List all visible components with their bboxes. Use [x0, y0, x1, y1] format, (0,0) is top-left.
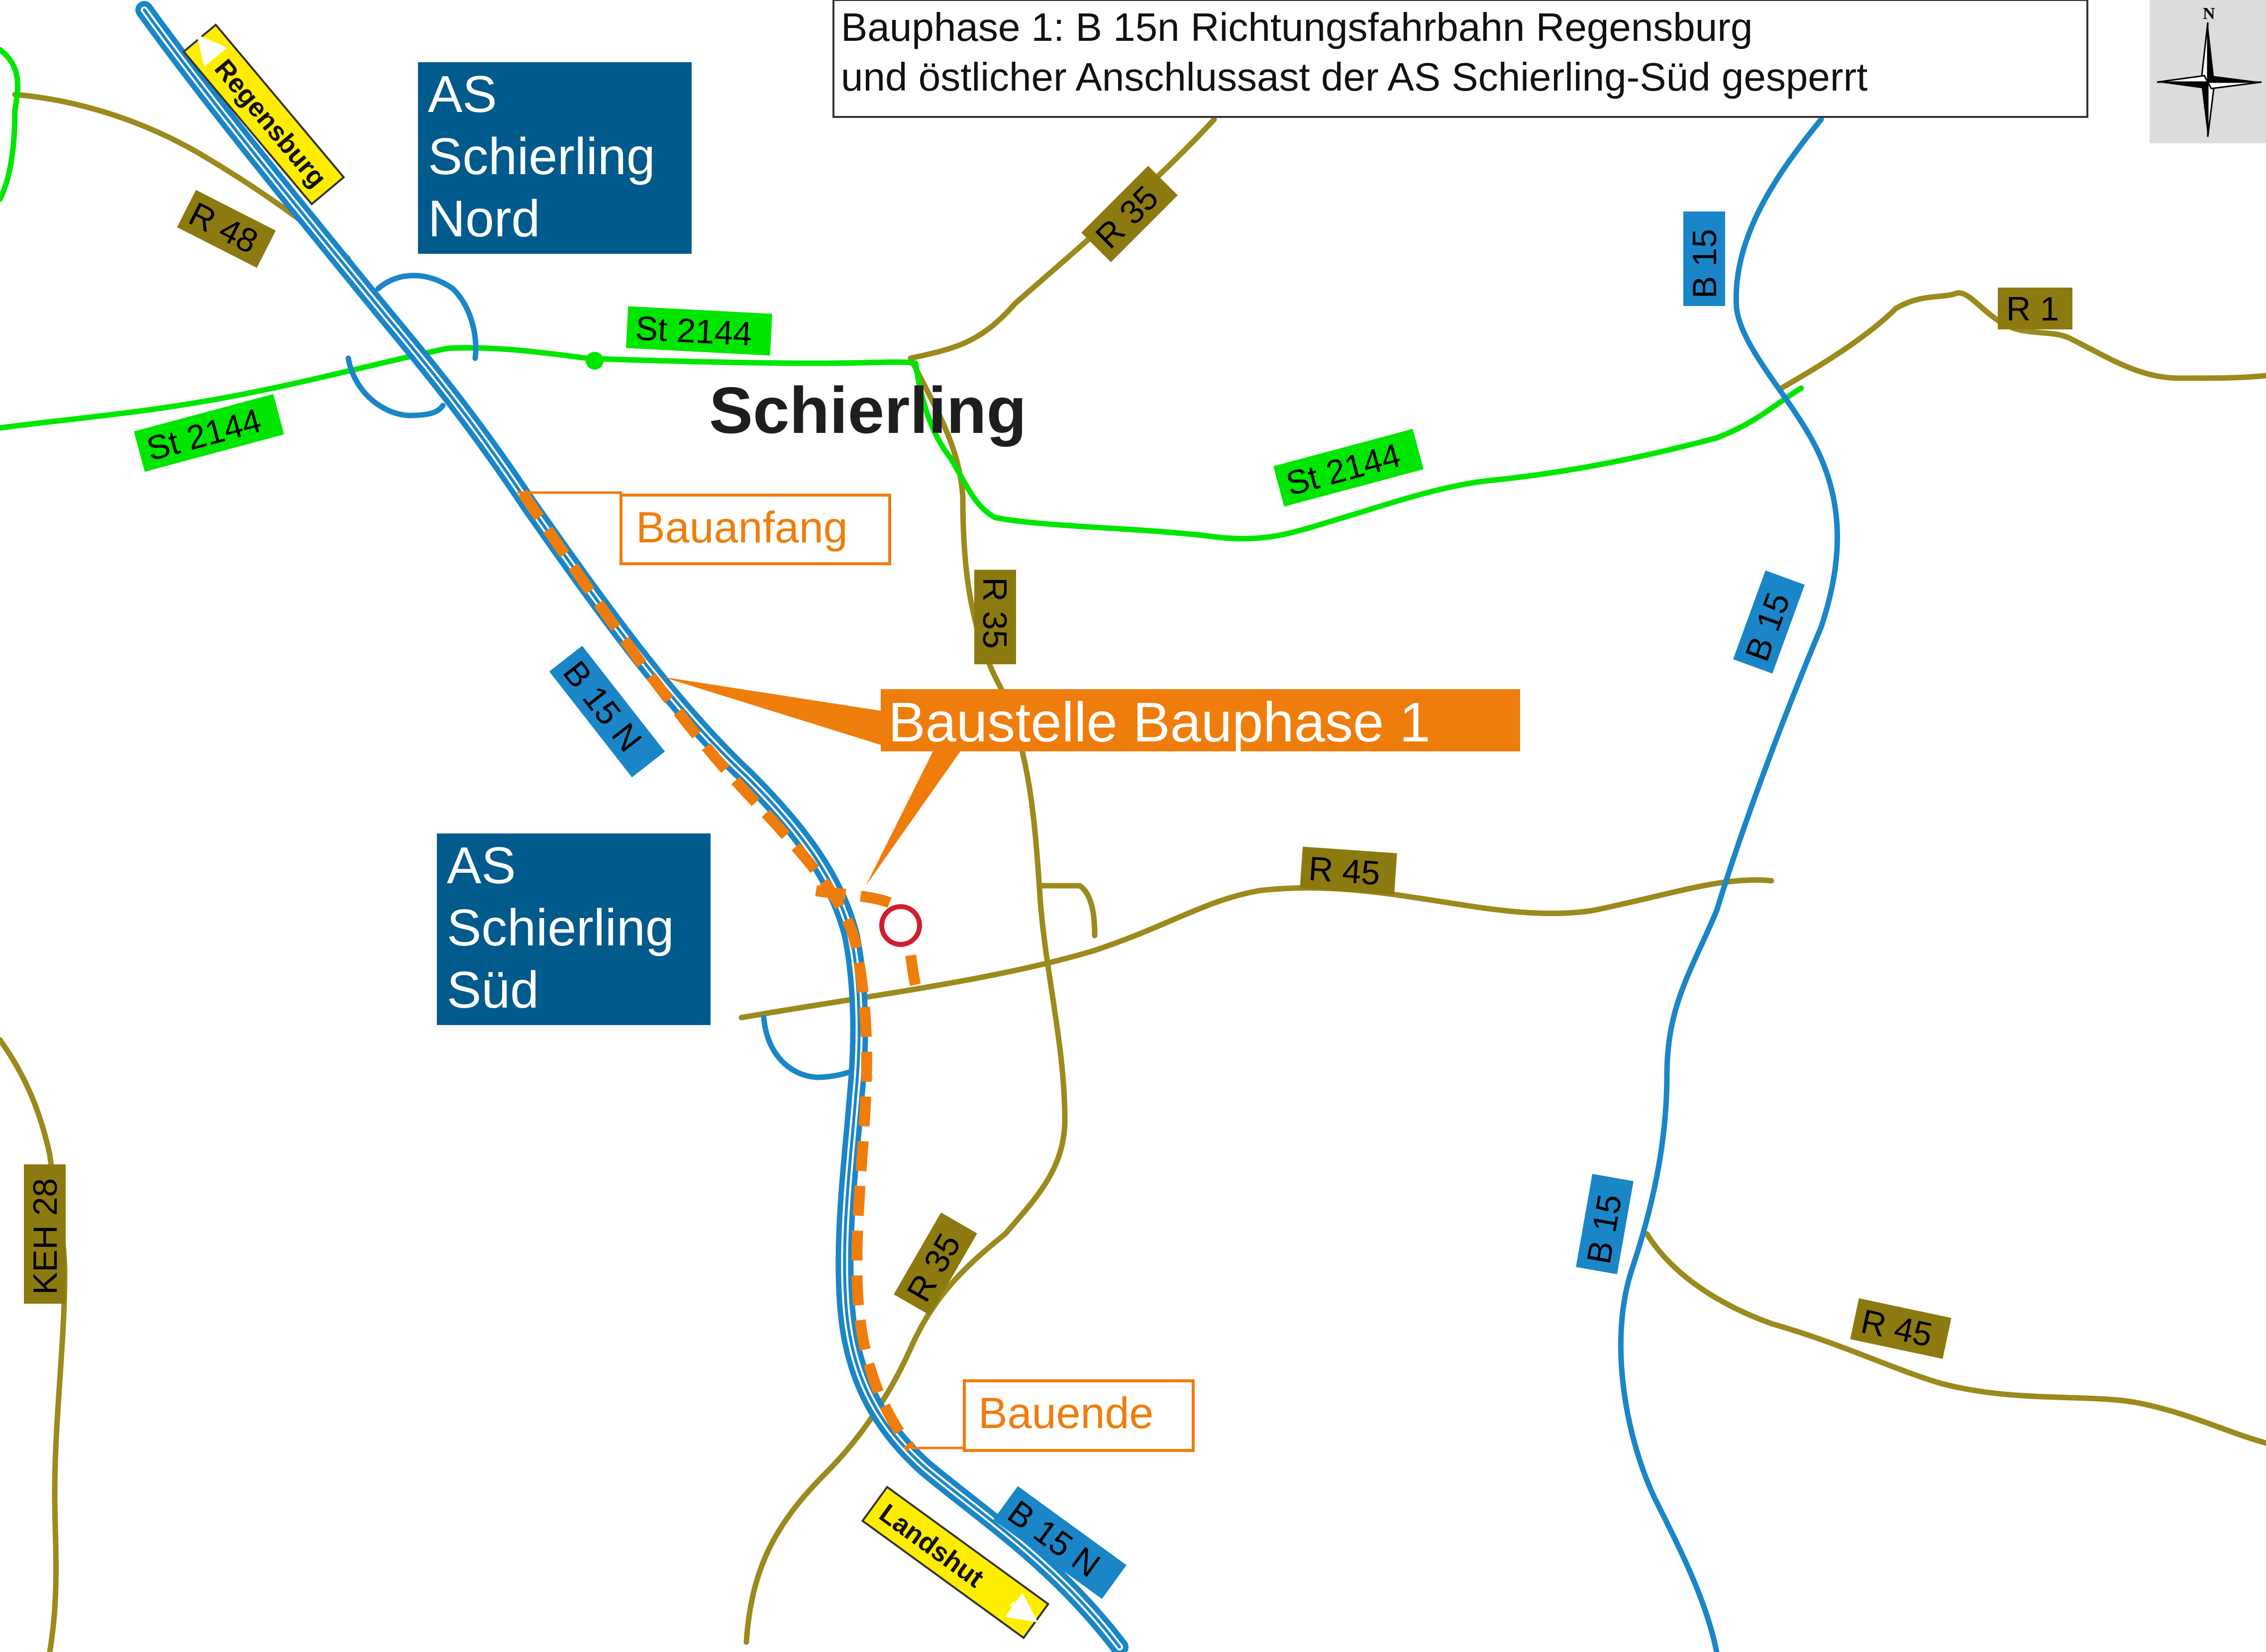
construction-mainline — [517, 489, 915, 1451]
as-nord-ramp-south — [345, 355, 446, 418]
road-b15 — [1618, 116, 1840, 1652]
label-st2144-west: St 2144 — [134, 394, 284, 472]
place-name-schierling: Schierling — [709, 374, 1027, 447]
bauende-label: Bauende — [978, 1388, 1153, 1438]
road-keh28 — [0, 1037, 68, 1652]
compass-rose-icon: N — [2150, 0, 2266, 143]
label-r45-mid-text: R 45 — [1307, 850, 1381, 893]
label-st2144-north-text: St 2144 — [634, 309, 753, 353]
as-nord-ramp-north — [375, 273, 479, 361]
road-r45-junction-spur — [1037, 883, 1098, 938]
label-st2144-east-text: St 2144 — [1282, 436, 1405, 503]
road-st2144-nw — [0, 47, 21, 202]
junction-box-nord: AS Schierling Nord — [418, 62, 692, 254]
title-line-1: Bauphase 1: B 15n Richtungsfahrbahn Rege… — [841, 5, 1752, 49]
baustelle-label: Baustelle Bauphase 1 — [888, 691, 1431, 753]
label-b15-mid: B 15 — [1733, 570, 1805, 674]
as-nord-line3: Nord — [428, 190, 540, 248]
label-r45-mid: R 45 — [1300, 846, 1397, 895]
st2144-node-dot — [586, 352, 604, 370]
as-sued-line3: Süd — [447, 961, 539, 1019]
label-r1: R 1 — [1998, 288, 2072, 329]
label-r1-text: R 1 — [2006, 290, 2059, 328]
junction-box-sued: AS Schierling Süd — [437, 833, 711, 1025]
as-sued-line2: Schierling — [447, 899, 674, 957]
road-r45-east — [1644, 1231, 2266, 1446]
label-keh28: KEH 28 — [24, 1164, 66, 1304]
road-closed-icon — [879, 904, 922, 947]
bauanfang-box — [619, 494, 891, 565]
label-st2144-east: St 2144 — [1273, 428, 1424, 507]
bauanfang-label: Bauanfang — [636, 503, 848, 552]
label-r35-south: R 35 — [894, 1212, 977, 1316]
label-keh28-text: KEH 28 — [26, 1178, 64, 1295]
construction-ramp-east — [815, 885, 921, 987]
label-st2144-west-text: St 2144 — [143, 402, 265, 468]
road-st2144-east — [913, 360, 1804, 542]
label-st2144-north: St 2144 — [626, 306, 772, 356]
as-nord-line2: Schierling — [428, 128, 655, 186]
road-r35-central — [743, 355, 1068, 1645]
state-roads — [0, 47, 1804, 542]
label-b15-south: B 15 — [1576, 1174, 1634, 1274]
label-r45-east-text: R 45 — [1858, 1302, 1936, 1354]
baustelle-box — [881, 689, 1520, 751]
road-r35-north — [908, 116, 1217, 361]
baustelle-pointer-upper — [662, 677, 886, 746]
label-r35-mid-text: R 35 — [976, 577, 1014, 649]
label-r45-east: R 45 — [1850, 1298, 1952, 1359]
label-b15-north-text: B 15 — [1686, 229, 1724, 299]
compass-north-label: N — [2203, 4, 2215, 23]
leader-lines — [517, 491, 965, 1449]
label-r35-north: R 35 — [1081, 166, 1178, 262]
as-sued-line1: AS — [447, 837, 516, 895]
label-b15-north: B 15 — [1683, 211, 1725, 306]
road-r45-west — [738, 877, 1774, 1021]
bauende-box — [963, 1379, 1195, 1452]
road-st2144-west — [0, 345, 919, 431]
label-r35-mid: R 35 — [974, 570, 1016, 664]
construction-section — [517, 489, 921, 1451]
label-b15-south-text: B 15 — [1580, 1192, 1629, 1267]
interchange-ramps — [345, 273, 851, 1080]
as-sued-ramp-west — [761, 1015, 851, 1080]
baustelle-pointer-lower — [866, 746, 960, 886]
as-nord-line1: AS — [428, 66, 497, 123]
label-r48: R 48 — [177, 190, 276, 268]
title-box — [832, 0, 2088, 118]
label-b15n-mid-text: B 15 N — [556, 654, 649, 759]
title-line-2: und östlicher Anschlussast der AS Schier… — [841, 55, 1867, 99]
